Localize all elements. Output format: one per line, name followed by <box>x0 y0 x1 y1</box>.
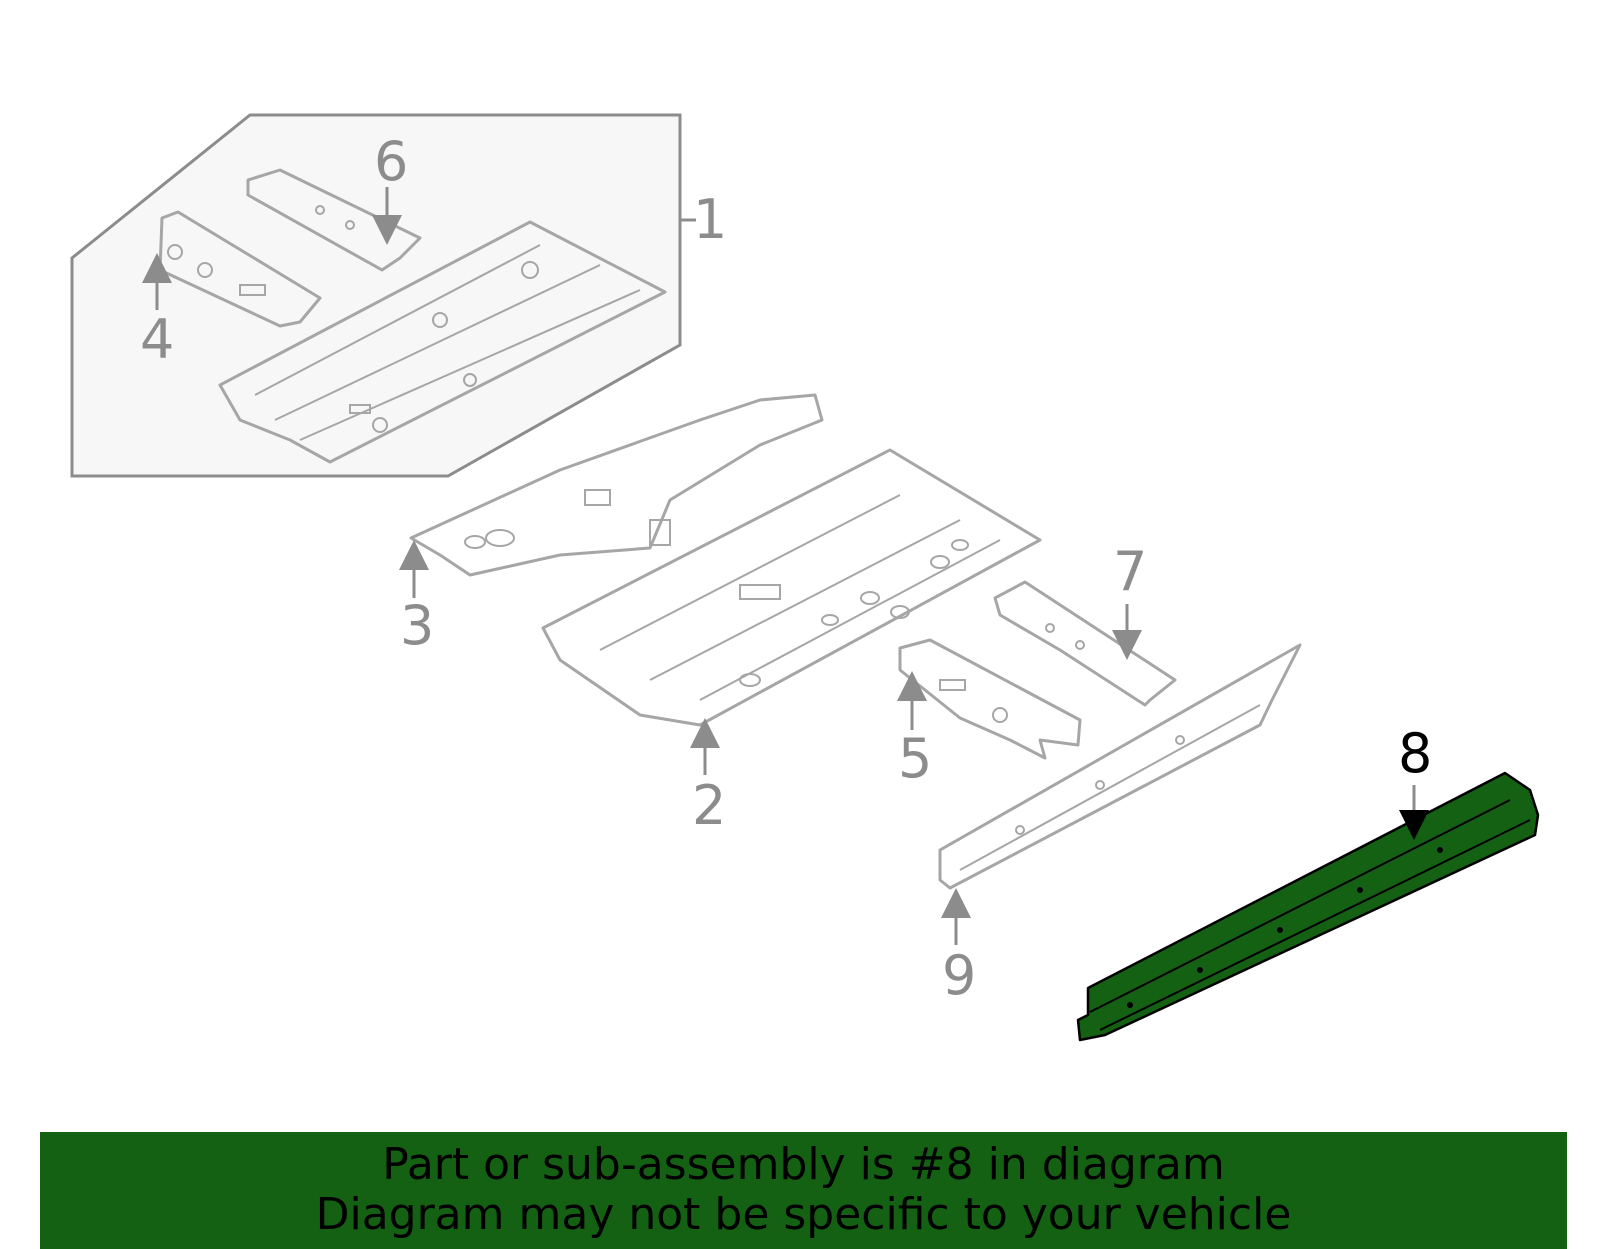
callout-8[interactable]: 8 <box>1398 722 1432 785</box>
info-banner: Part or sub-assembly is #8 in diagram Di… <box>40 1132 1567 1249</box>
part-3-tunnel-reinforcement <box>409 393 824 577</box>
callout-6[interactable]: 6 <box>374 130 408 193</box>
assembly-1-group <box>70 113 696 478</box>
part-8-rocker-panel[interactable] <box>1076 771 1540 1042</box>
callout-4[interactable]: 4 <box>140 308 174 371</box>
callout-3[interactable]: 3 <box>400 594 434 657</box>
callout-7[interactable]: 7 <box>1113 540 1147 603</box>
part-7-bracket <box>993 580 1177 707</box>
part-5-crossmember <box>898 638 1082 760</box>
banner-line-2: Diagram may not be specific to your vehi… <box>315 1189 1292 1240</box>
banner-line-1: Part or sub-assembly is #8 in diagram <box>382 1139 1225 1190</box>
part-6-bracket <box>246 168 422 272</box>
callout-5[interactable]: 5 <box>898 727 932 790</box>
part-1-floor-pan <box>218 220 667 464</box>
callout-2[interactable]: 2 <box>692 774 726 837</box>
callout-1[interactable]: 1 <box>693 188 727 251</box>
callout-9[interactable]: 9 <box>942 944 976 1007</box>
part-9-inner-sill <box>938 643 1302 890</box>
